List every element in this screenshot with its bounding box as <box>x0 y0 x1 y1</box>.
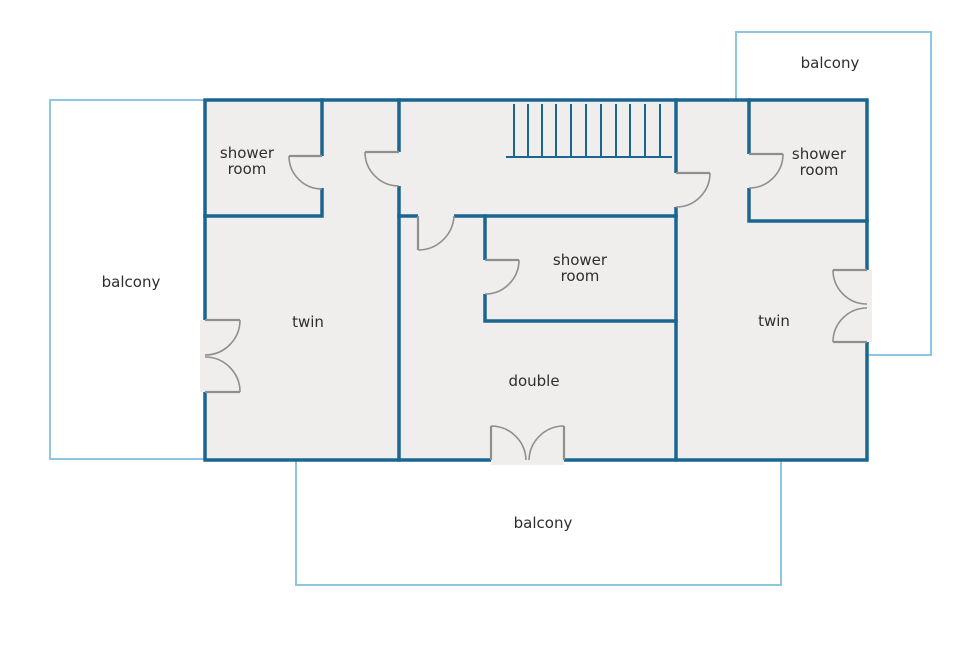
shower-room-middle-label-line2: room <box>561 267 600 285</box>
doors <box>204 150 868 461</box>
twin-left-label: twin <box>292 313 324 331</box>
shower-room-left-label-line2: room <box>228 160 267 178</box>
shower-room-right-label-line2: room <box>800 161 839 179</box>
staircase <box>506 104 672 158</box>
balcony-left <box>49 99 207 460</box>
balcony-left-label: balcony <box>102 273 161 291</box>
interior-floor <box>205 100 867 460</box>
balcony-top-right-label: balcony <box>801 54 860 72</box>
balcony-bottom-label: balcony <box>514 514 573 532</box>
shower-room-middle-label: shower <box>553 251 608 269</box>
twin-right-label: twin <box>758 312 790 330</box>
door-openings <box>200 152 872 465</box>
double-label: double <box>508 372 559 390</box>
shower-room-right-label: shower <box>792 145 847 163</box>
shower-room-left-label: shower <box>220 144 275 162</box>
